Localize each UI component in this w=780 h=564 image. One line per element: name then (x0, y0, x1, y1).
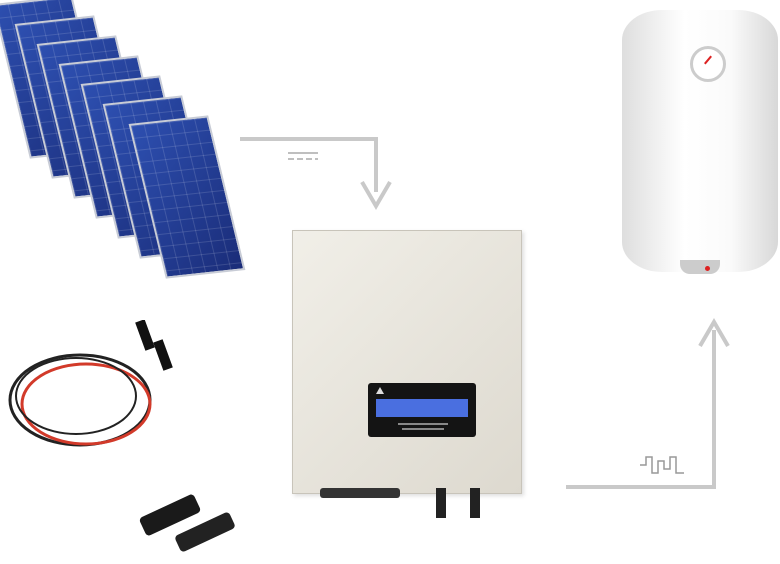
dc-symbol-icon (288, 152, 318, 160)
indicator-light-icon (705, 266, 710, 271)
solar-inverter (292, 230, 522, 494)
logo-icon (376, 387, 384, 394)
thermometer-gauge-icon (690, 46, 726, 82)
arrow-head-down-icon (360, 180, 392, 210)
mc4-connectors (139, 494, 235, 552)
arrow-head-up-icon (698, 318, 730, 348)
solar-cable (8, 320, 173, 447)
water-heater (622, 10, 778, 274)
inverter-display (368, 383, 476, 437)
lcd-screen (376, 399, 468, 417)
ac-wave-icon (640, 456, 684, 474)
